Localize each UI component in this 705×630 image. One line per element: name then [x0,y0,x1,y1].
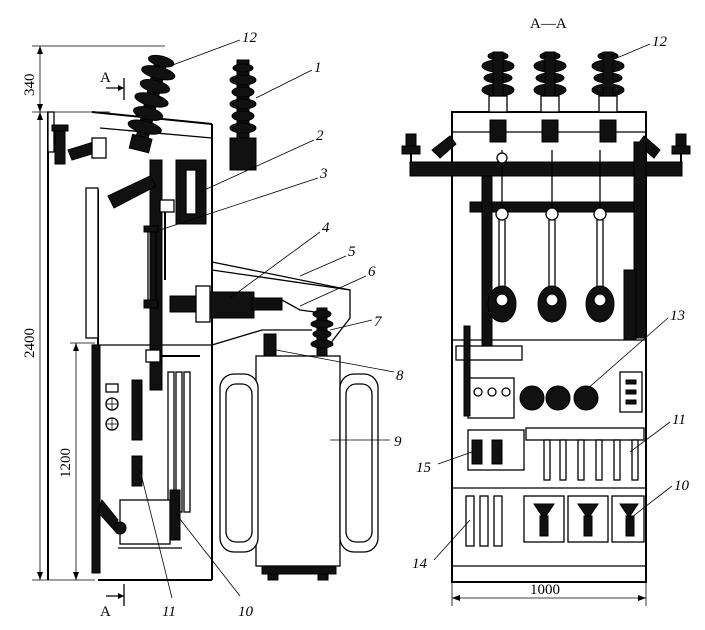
callout-6: 6 [368,264,376,280]
callout-12-right: 12 [652,34,668,50]
section-marker-bottom-label: A [100,604,111,620]
current-transformers-13 [455,345,643,413]
bushing-insulator-1 [229,59,257,171]
fuse-holders-11 [525,427,645,481]
callout-10-right: 10 [674,478,690,494]
dim-overall-height: 2400 [22,328,38,358]
section-marker-top-label: A [100,70,111,86]
dimension-lines-right [451,582,647,606]
dim-top-height: 340 [22,74,38,97]
fuse-row [487,150,615,323]
callout-2: 2 [316,128,324,144]
callout-5: 5 [348,244,356,260]
callout-7: 7 [374,314,383,330]
callout-13: 13 [670,308,685,324]
callout-11-left: 11 [162,604,176,620]
callout-14: 14 [412,556,428,572]
dim-width: 1000 [530,582,560,598]
section-title: A—A [530,16,567,32]
callout-15: 15 [416,460,432,476]
callout-3: 3 [319,166,328,182]
callout-9: 9 [394,434,402,450]
front-section-view: 1000 [401,51,691,606]
callout-8: 8 [396,368,404,384]
breakers-10 [523,495,645,543]
small-insulator-left [51,124,107,165]
section-marker-bottom [106,584,125,606]
wall-bushing-4 [169,285,283,323]
bushing-insulator-row [481,51,625,143]
callout-10-left: 10 [238,604,254,620]
fuse-holders-14 [465,495,503,547]
transformer-9 [211,329,379,581]
bushing-insulator-12 [127,54,176,154]
cabinet-body [47,111,213,581]
callouts-left: 12 1 2 3 4 5 6 7 8 9 11 10 [139,30,404,620]
transformer-bushing-7 [310,307,334,357]
section-marker-top [106,78,125,100]
callout-11-right: 11 [672,412,686,428]
callouts-right: 12 13 11 10 15 14 [412,34,690,572]
side-view: 340 2400 1200 A A [22,45,379,620]
busbar-assembly [401,133,691,353]
disconnector-assembly [107,159,207,391]
dim-lower-height: 1200 [58,448,74,478]
lower-compartment [91,344,200,574]
relay-panel-15 [463,325,525,471]
dimension-lines-left [32,45,165,581]
callout-1: 1 [314,60,322,76]
callout-12-left: 12 [242,30,258,46]
callout-4: 4 [322,220,330,236]
